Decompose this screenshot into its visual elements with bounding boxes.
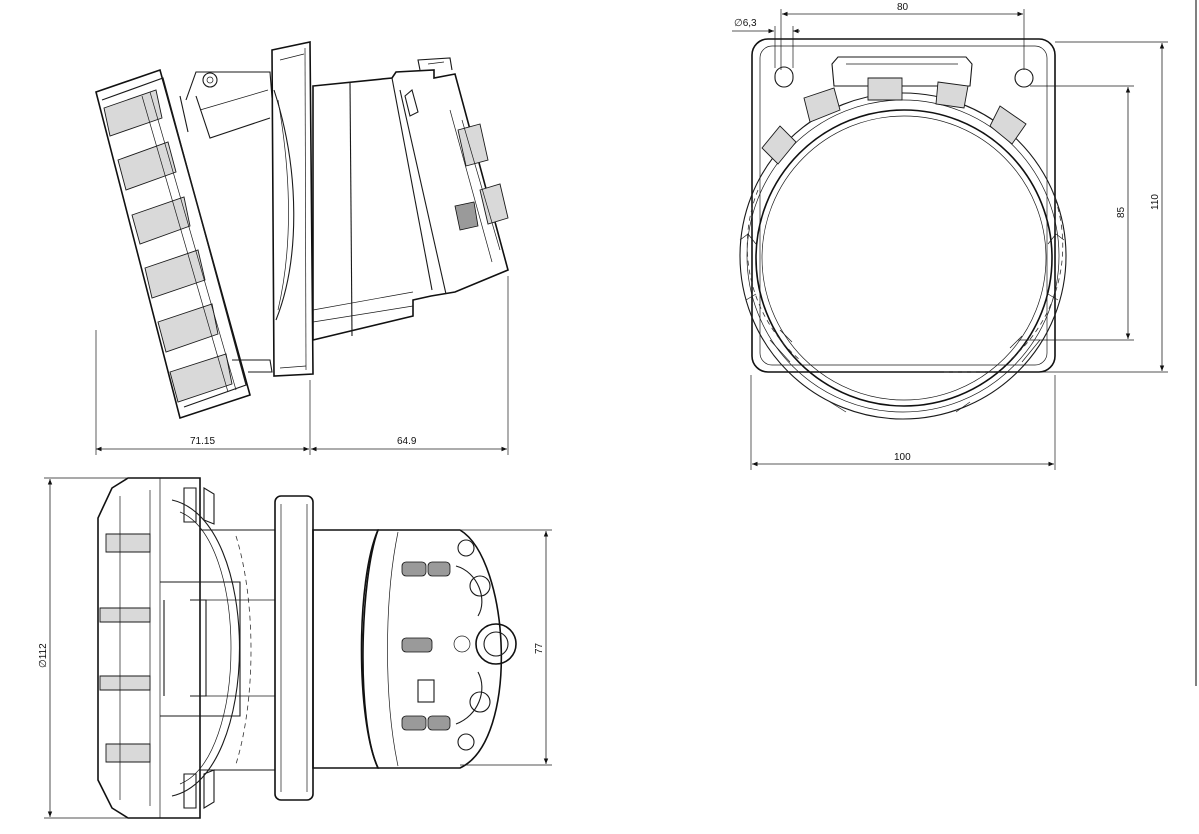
bottom-view-flange (274, 495, 314, 801)
mounting-hole-right (1014, 68, 1034, 88)
front-view-dimensions: 80 ∅6,3 100 85 110 (732, 2, 1168, 470)
dim-hole-spacing: 80 (897, 2, 909, 13)
dim-side-right: 64.9 (397, 436, 417, 447)
side-view: 71.15 64.9 (95, 41, 509, 455)
terminal-block-top (401, 539, 475, 577)
dim-side-left: 71.15 (190, 436, 215, 447)
mounting-hole-left (774, 66, 794, 88)
terminal-block-bottom (401, 679, 475, 751)
side-view-dimensions: 71.15 64.9 (95, 276, 509, 455)
side-view-flange (271, 41, 314, 377)
dim-bottom-diameter: ∅112 (38, 643, 49, 668)
front-view: 80 ∅6,3 100 85 110 (732, 2, 1168, 470)
dim-outer-height: 110 (1150, 194, 1161, 210)
front-view-flange (751, 38, 1056, 373)
dim-width: 100 (894, 452, 911, 463)
terminal-block-middle (401, 623, 517, 665)
bottom-view-dimensions: ∅112 77 (38, 477, 552, 819)
bottom-view-body (312, 529, 517, 769)
bottom-view-cap (97, 477, 252, 819)
dim-body-height: 77 (534, 642, 545, 654)
bottom-view: ∅112 77 (38, 477, 552, 819)
dim-hole-diameter: ∅6,3 (734, 18, 757, 29)
side-view-body (312, 57, 509, 342)
side-view-cap (95, 68, 273, 420)
dim-inner-height: 85 (1116, 206, 1127, 218)
front-view-ring (739, 56, 1067, 420)
bottom-view-neck (160, 529, 276, 771)
